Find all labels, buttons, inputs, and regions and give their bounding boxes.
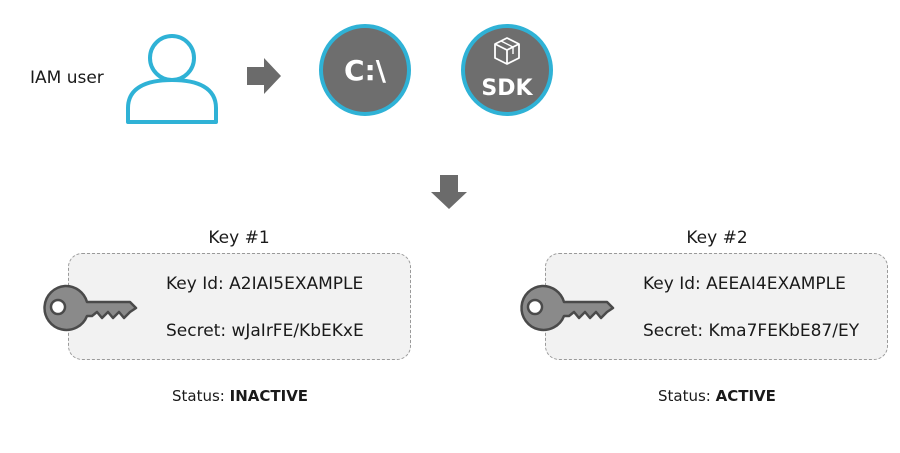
key-icon — [520, 284, 615, 332]
key-2-id: Key Id: AEEAI4EXAMPLE — [643, 274, 846, 294]
key-1-status-prefix: Status: — [172, 387, 230, 405]
cli-tool: C:\ — [319, 24, 411, 116]
user-icon — [126, 34, 218, 124]
sdk-cube-icon — [494, 37, 520, 65]
key-1-id: Key Id: A2IAI5EXAMPLE — [166, 274, 364, 294]
key-1-status-value: INACTIVE — [229, 387, 309, 405]
key-icon — [43, 284, 138, 332]
sdk-tool: SDK — [461, 24, 553, 116]
key-2-secret: Secret: Kma7FEKbE87/EY — [643, 321, 860, 341]
key-2-status-prefix: Status: — [658, 387, 716, 405]
iam-user-label: IAM user — [30, 68, 104, 88]
key-2-status: Status: ACTIVE — [658, 387, 776, 405]
cli-label: C:\ — [344, 54, 386, 87]
key-1-title: Key #1 — [208, 228, 270, 248]
key-1-secret: Secret: wJaIrFE/KbEKxE — [166, 321, 364, 341]
arrow-right-icon — [247, 58, 281, 94]
key-1-status: Status: INACTIVE — [172, 387, 308, 405]
sdk-label: SDK — [481, 76, 533, 101]
key-2-status-value: ACTIVE — [715, 387, 776, 405]
arrow-down-icon — [431, 175, 467, 209]
key-2-title: Key #2 — [686, 228, 748, 248]
